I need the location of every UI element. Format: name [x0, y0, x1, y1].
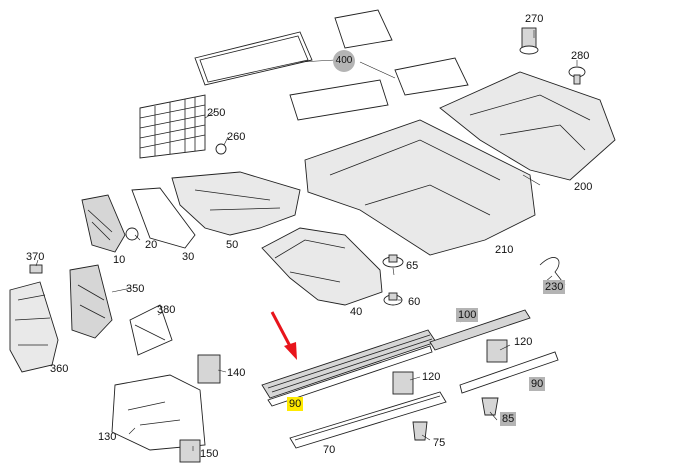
part-label-350[interactable]: 350: [126, 283, 145, 295]
part-label-210[interactable]: 210: [495, 244, 514, 256]
part-label-270[interactable]: 270: [525, 13, 544, 25]
part-label-20[interactable]: 20: [145, 239, 158, 251]
part-label-10[interactable]: 10: [113, 254, 126, 266]
part-label-400[interactable]: 400: [333, 50, 355, 72]
part-label-65[interactable]: 65: [406, 260, 419, 272]
part-label-230[interactable]: 230: [543, 280, 566, 294]
part-label-50[interactable]: 50: [226, 239, 239, 251]
part-label-70[interactable]: 70: [323, 444, 336, 456]
part-label-140[interactable]: 140: [227, 367, 246, 379]
part-label-90-side[interactable]: 90: [529, 377, 546, 391]
part-label-60[interactable]: 60: [408, 296, 421, 308]
left-trims: [9, 264, 173, 373]
clips-middle: [382, 254, 404, 306]
part-label-40[interactable]: 40: [350, 306, 363, 318]
clips-top-right: [519, 27, 586, 85]
part-label-370[interactable]: 370: [26, 251, 45, 263]
lower-trims: [111, 354, 221, 463]
trunk-trims: [81, 171, 301, 253]
part-label-280[interactable]: 280: [571, 50, 590, 62]
part-label-120-lower[interactable]: 120: [422, 371, 441, 383]
cable-tie: [539, 257, 566, 286]
wheel-well-cover: [261, 227, 383, 306]
part-label-260[interactable]: 260: [227, 131, 246, 143]
part-label-85[interactable]: 85: [500, 412, 517, 426]
rear-floor: [439, 71, 616, 181]
part-label-75[interactable]: 75: [433, 437, 446, 449]
highlight-arrow: [270, 311, 297, 360]
leader-lines: [35, 30, 578, 451]
part-label-130[interactable]: 130: [98, 431, 117, 443]
floor-mats: [194, 9, 469, 121]
sill-plates: [261, 309, 559, 449]
part-label-30[interactable]: 30: [182, 251, 195, 263]
floor-pan: [304, 119, 536, 256]
part-label-200[interactable]: 200: [574, 181, 593, 193]
part-label-250[interactable]: 250: [207, 107, 226, 119]
cargo-net: [139, 94, 227, 159]
part-label-150[interactable]: 150: [200, 448, 219, 460]
part-label-120-upper[interactable]: 120: [514, 336, 533, 348]
part-label-90-highlighted[interactable]: 90: [287, 397, 304, 411]
part-label-380[interactable]: 380: [157, 304, 176, 316]
part-label-360[interactable]: 360: [50, 363, 69, 375]
part-label-100[interactable]: 100: [456, 308, 479, 322]
